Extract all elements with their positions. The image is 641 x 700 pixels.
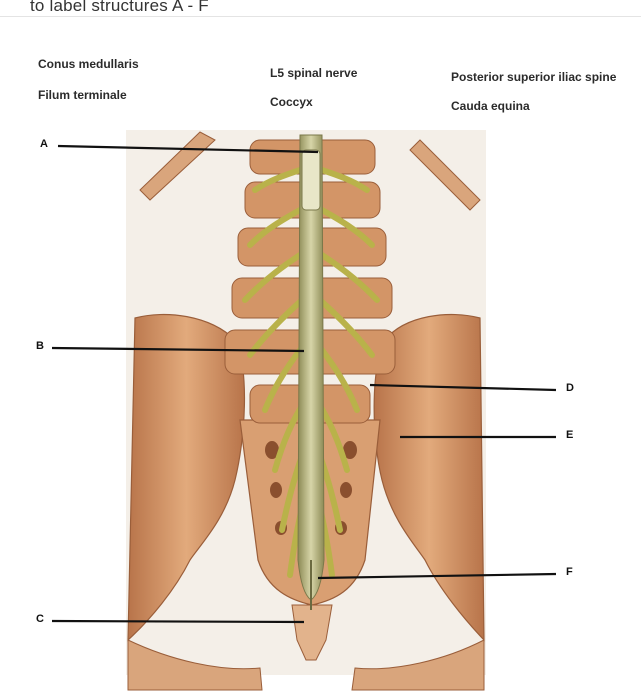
marker-a: A	[40, 138, 48, 150]
marker-b: B	[36, 340, 44, 352]
word-posterior-superior-iliac-spine: Posterior superior iliac spine	[451, 70, 617, 84]
marker-e: E	[566, 429, 574, 441]
coccyx-bone	[291, 604, 333, 661]
instruction-text: to label structures A - F	[30, 0, 209, 15]
word-l5-spinal-nerve: L5 spinal nerve	[270, 66, 358, 80]
right-rib	[409, 139, 481, 211]
right-pubis	[351, 639, 485, 691]
header-divider	[0, 16, 641, 17]
marker-d: D	[566, 382, 574, 394]
leader-lines	[51, 144, 557, 624]
word-conus-medullaris: Conus medullaris	[38, 57, 139, 71]
conus-medullaris-region	[301, 149, 321, 211]
marker-c: C	[36, 613, 44, 625]
right-ilium	[373, 313, 485, 642]
left-pubis	[127, 639, 263, 691]
marker-f: F	[566, 566, 573, 578]
word-cauda-equina: Cauda equina	[451, 99, 530, 113]
word-filum-terminale: Filum terminale	[38, 88, 127, 102]
word-coccyx: Coccyx	[270, 95, 313, 109]
left-ilium	[127, 313, 246, 642]
